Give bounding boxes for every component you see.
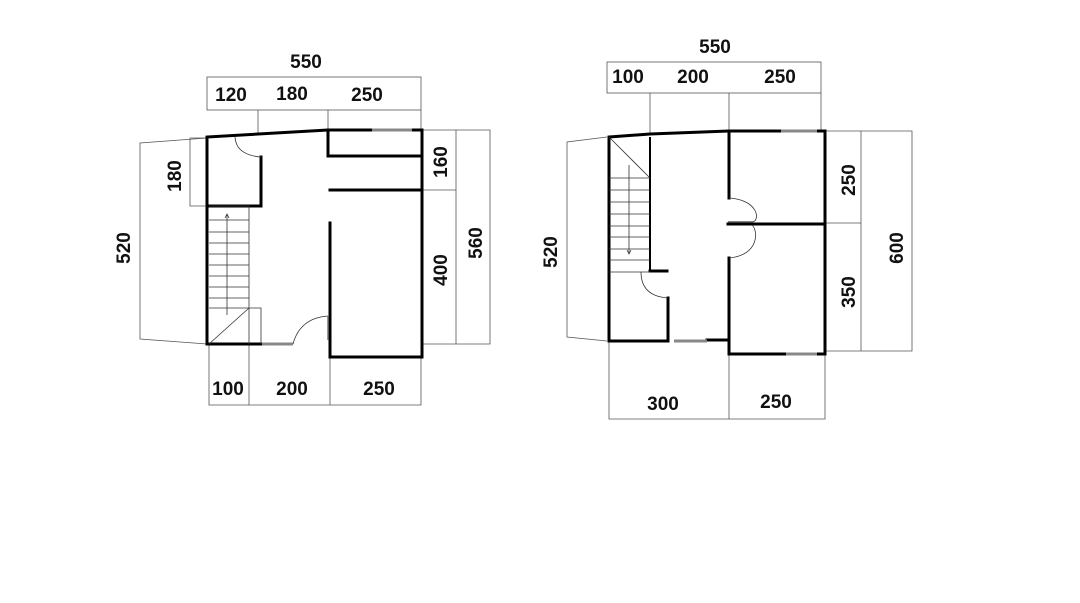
dim-right-upper: 250 (839, 164, 860, 196)
dim-top-total: 550 (699, 37, 731, 58)
dim-top-1: 100 (612, 67, 644, 88)
ground-floor-plan: 550 120 180 250 180 520 160 400 560 100 … (114, 52, 491, 406)
dimension-labels: 550 120 180 250 180 520 160 400 560 100 … (114, 52, 487, 400)
windows (674, 129, 817, 356)
staircase (608, 136, 651, 273)
doors (640, 197, 757, 299)
dim-bottom-2: 250 (760, 392, 792, 413)
dim-top-2: 180 (276, 84, 308, 105)
dim-right-total: 600 (887, 232, 908, 264)
dim-right-lower: 350 (839, 276, 860, 308)
dim-bottom-1: 100 (212, 379, 244, 400)
dim-top-2: 200 (677, 67, 709, 88)
walls (607, 129, 827, 356)
dim-top-1: 120 (215, 85, 247, 106)
dim-right-lower: 400 (431, 254, 452, 286)
dim-bottom-1: 300 (647, 394, 679, 415)
dim-top-total: 550 (290, 52, 322, 73)
dimension-labels: 550 100 200 250 520 250 350 600 300 250 (541, 37, 908, 415)
walls (205, 128, 424, 359)
dim-top-3: 250 (764, 67, 796, 88)
dim-right-total: 560 (466, 227, 487, 259)
dim-left-total: 520 (114, 232, 135, 264)
dim-right-upper: 160 (431, 146, 452, 178)
windows (262, 128, 412, 346)
dimension-lines (566, 61, 913, 420)
dim-left-upper: 180 (165, 160, 186, 192)
dim-bottom-2: 200 (276, 379, 308, 400)
doors (234, 136, 329, 345)
dim-left-total: 520 (541, 236, 562, 268)
dimension-lines (139, 76, 491, 406)
staircase (208, 205, 262, 345)
upper-floor-plan: 550 100 200 250 520 250 350 600 300 250 (541, 37, 913, 420)
dim-top-3: 250 (351, 85, 383, 106)
dim-bottom-3: 250 (363, 379, 395, 400)
